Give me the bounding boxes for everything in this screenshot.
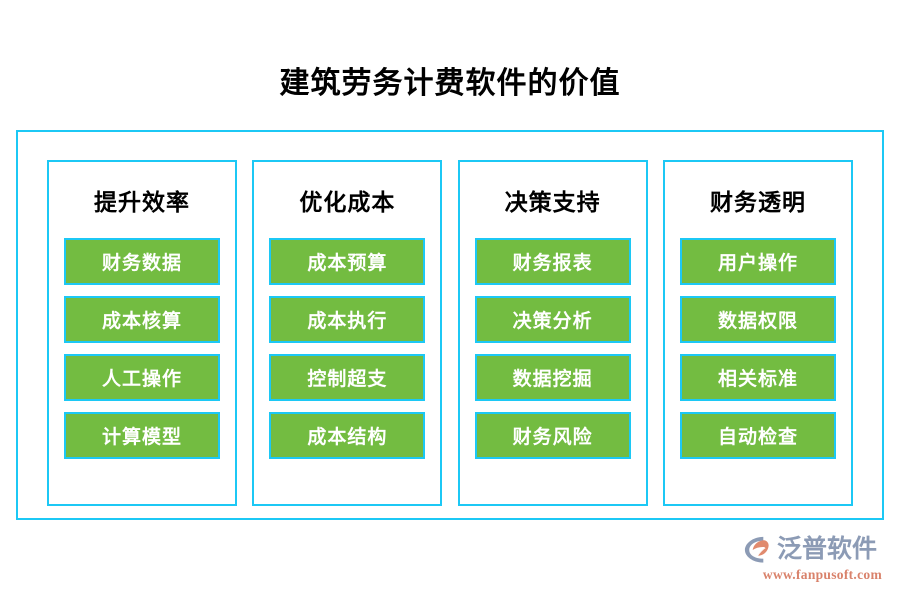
item-box[interactable]: 决策分析 [474,296,631,343]
item-box[interactable]: 成本核算 [64,296,220,343]
item-box[interactable]: 人工操作 [64,354,220,401]
item-box[interactable]: 数据挖掘 [474,354,631,401]
logo-name-row: 泛普软件 [742,532,882,566]
column-items-4: 用户操作 数据权限 相关标准 自动检查 [665,238,851,459]
fanpu-swoosh-logo-icon [742,534,773,565]
page-title: 建筑劳务计费软件的价值 [279,67,621,100]
item-box[interactable]: 相关标准 [679,354,836,401]
item-box[interactable]: 用户操作 [679,238,836,285]
logo-url: www.fanpusoft.com [762,567,882,582]
item-box[interactable]: 控制超支 [269,354,426,401]
item-box[interactable]: 财务报表 [474,238,631,285]
column-card-1: 提升效率 财务数据 成本核算 人工操作 计算模型 [47,160,237,506]
column-items-3: 财务报表 决策分析 数据挖掘 财务风险 [460,238,646,459]
column-card-3: 决策支持 财务报表 决策分析 数据挖掘 财务风险 [457,160,648,506]
item-box[interactable]: 数据权限 [679,296,836,343]
column-card-2: 优化成本 成本预算 成本执行 控制超支 成本结构 [252,160,443,506]
column-card-4: 财务透明 用户操作 数据权限 相关标准 自动检查 [662,160,853,506]
item-box[interactable]: 成本执行 [269,296,426,343]
column-title-3: 决策支持 [504,190,601,215]
column-title-4: 财务透明 [709,190,806,215]
logo-wordmark: 泛普软件 [777,535,878,563]
columns-container: 提升效率 财务数据 成本核算 人工操作 计算模型 优化成本 成本预算 成本执行 … [18,132,882,518]
item-box[interactable]: 自动检查 [679,412,836,459]
column-title-2: 优化成本 [299,190,396,215]
item-box[interactable]: 成本预算 [269,238,426,285]
brand-logo: 泛普软件 www.fanpusoft.com [742,532,882,586]
item-box[interactable]: 成本结构 [269,412,426,459]
value-diagram-frame: 提升效率 财务数据 成本核算 人工操作 计算模型 优化成本 成本预算 成本执行 … [16,130,884,520]
item-box[interactable]: 计算模型 [64,412,220,459]
column-items-1: 财务数据 成本核算 人工操作 计算模型 [49,238,235,459]
item-box[interactable]: 财务风险 [474,412,631,459]
item-box[interactable]: 财务数据 [64,238,220,285]
column-items-2: 成本预算 成本执行 控制超支 成本结构 [254,238,440,459]
column-title-1: 提升效率 [94,190,190,215]
